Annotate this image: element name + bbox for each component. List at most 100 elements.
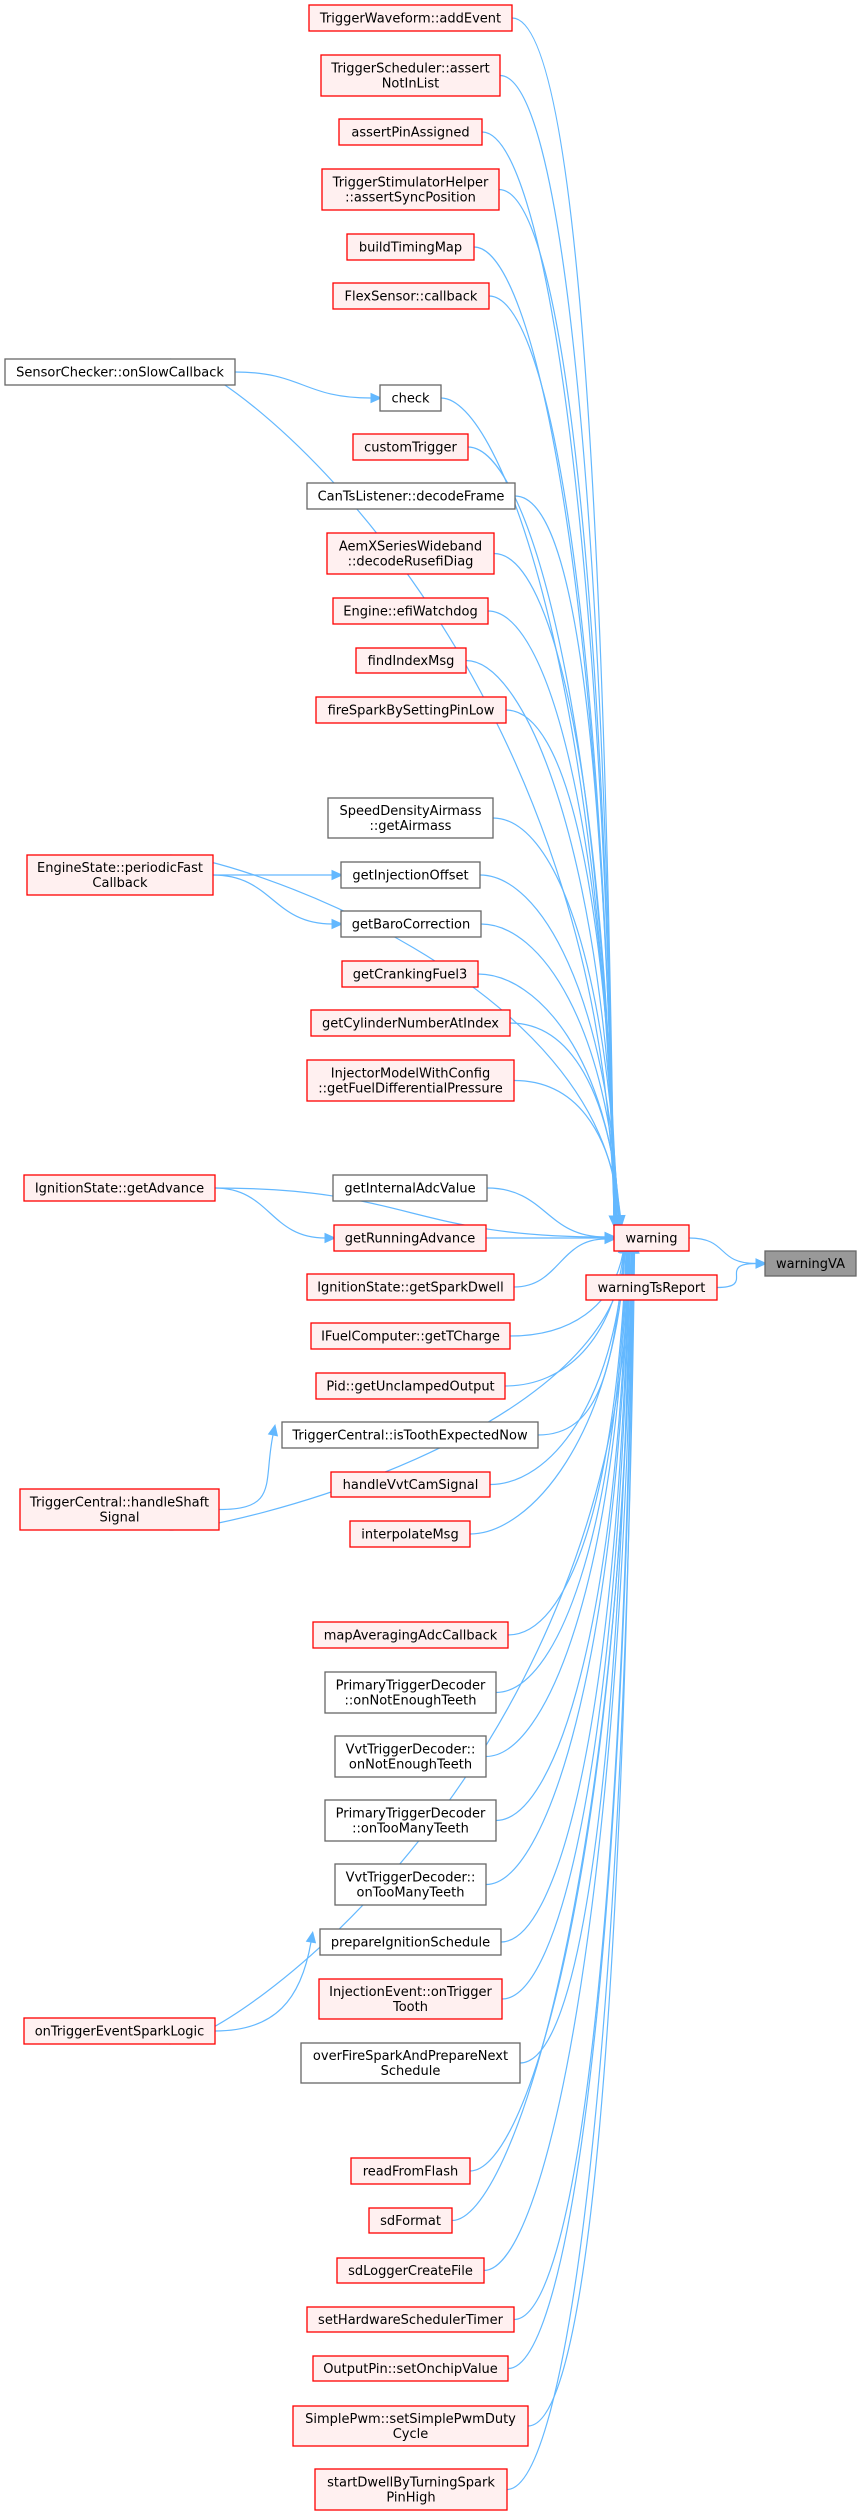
node-label: Pid::getUnclampedOutput: [326, 1380, 494, 1395]
node-label: Cycle: [393, 2427, 429, 2442]
arrowhead-icon: [305, 1930, 317, 1944]
node-label: mapAveragingAdcCallback: [324, 1629, 498, 1644]
node-box: [585, 1274, 718, 1301]
edge-line: [495, 1252, 628, 1694]
node-warning[interactable]: warning: [613, 1224, 690, 1252]
node-label: getRunningAdvance: [345, 1232, 476, 1247]
node-label: getInternalAdcValue: [344, 1182, 475, 1197]
node-box: [306, 2306, 515, 2333]
node-build-timing-map[interactable]: buildTimingMap: [346, 233, 475, 261]
node-get-advance[interactable]: IgnitionState::getAdvance: [23, 1174, 216, 1202]
node-find-index-msg[interactable]: findIndexMsg: [355, 647, 467, 674]
node-label: onNotEnoughTeeth: [349, 1758, 472, 1773]
node-vvt-not-enough[interactable]: VvtTriggerDecoder::onNotEnoughTeeth: [334, 1735, 487, 1778]
node-on-trigger-event-spark-logic[interactable]: onTriggerEventSparkLogic: [23, 2017, 216, 2045]
node-decode-rusefi-diag[interactable]: AemXSeriesWideband::decodeRusefiDiag: [326, 532, 495, 575]
edge-line: [514, 495, 616, 1217]
node-get-internal-adc-value[interactable]: getInternalAdcValue: [332, 1174, 488, 1202]
edge-line: [212, 874, 333, 925]
node-box: [300, 2042, 521, 2084]
node-box: [310, 1009, 511, 1037]
node-box: [281, 1421, 539, 1449]
node-primary-not-enough[interactable]: PrimaryTriggerDecoder::onNotEnoughTeeth: [324, 1671, 497, 1714]
node-get-tcharge[interactable]: IFuelComputer::getTCharge: [310, 1322, 511, 1350]
node-is-tooth-expected-now[interactable]: TriggerCentral::isToothExpectedNow: [281, 1421, 539, 1449]
node-label: OutputPin::setOnchipValue: [323, 2362, 498, 2377]
node-label: Callback: [92, 876, 148, 891]
node-label: buildTimingMap: [359, 241, 462, 256]
node-box: [19, 1488, 220, 1531]
node-check[interactable]: check: [379, 384, 442, 412]
edge-set-simple-pwm-duty-cycle-to-warning: [527, 1241, 640, 2427]
node-warning-va[interactable]: warningVA: [764, 1250, 857, 1277]
edge-line: [511, 17, 615, 1217]
node-box: [332, 1174, 488, 1202]
node-set-hardware-scheduler-timer[interactable]: setHardwareSchedulerTimer: [306, 2306, 515, 2333]
node-set-onchip-value[interactable]: OutputPin::setOnchipValue: [312, 2355, 509, 2382]
node-get-unclamped-output[interactable]: Pid::getUnclampedOutput: [315, 1372, 506, 1400]
edge-line: [513, 1252, 634, 2321]
node-get-spark-dwell[interactable]: IgnitionState::getSparkDwell: [306, 1273, 515, 1301]
edge-handle-shaft-signal-to-is-tooth-expected-now: [218, 1424, 279, 1511]
edge-line: [505, 709, 618, 1217]
node-get-injection-offset[interactable]: getInjectionOffset: [340, 861, 481, 889]
edge-line: [513, 1079, 622, 1217]
node-assert-pin-assigned[interactable]: assertPinAssigned: [338, 118, 483, 146]
node-prepare-ignition-schedule[interactable]: prepareIgnitionSchedule: [319, 1928, 502, 1956]
node-box: [23, 1174, 216, 1202]
edge-assert-sync-position-to-warning: [498, 188, 620, 1228]
node-label: getBaroCorrection: [352, 918, 471, 933]
node-decode-frame[interactable]: CanTsListener::decodeFrame: [306, 482, 516, 510]
node-box: [350, 2157, 471, 2185]
node-efi-watchdog[interactable]: Engine::efiWatchdog: [332, 597, 489, 625]
node-assert-sync-position[interactable]: TriggerStimulatorHelper::assertSyncPosit…: [321, 168, 500, 211]
node-box: [310, 1322, 511, 1350]
node-label: PrimaryTriggerDecoder: [336, 1679, 486, 1694]
node-add-event[interactable]: TriggerWaveform::addEvent: [308, 4, 513, 32]
node-flex-callback[interactable]: FlexSensor::callback: [332, 282, 490, 310]
node-get-fuel-diff-pressure[interactable]: InjectorModelWithConfig::getFuelDifferen…: [306, 1059, 515, 1102]
node-get-running-advance[interactable]: getRunningAdvance: [333, 1224, 487, 1252]
node-box: [332, 597, 489, 625]
edge-line: [688, 1237, 757, 1265]
node-label: VvtTriggerDecoder::: [346, 1871, 476, 1886]
node-get-cylinder-number-at-index[interactable]: getCylinderNumberAtIndex: [310, 1009, 511, 1037]
node-label: onTriggerEventSparkLogic: [35, 2025, 205, 2040]
edge-line: [493, 552, 616, 1217]
node-fire-spark[interactable]: fireSparkBySettingPinLow: [315, 696, 507, 724]
node-primary-too-many[interactable]: PrimaryTriggerDecoder::onTooManyTeeth: [324, 1799, 497, 1842]
node-box: [306, 482, 516, 510]
node-handle-vvt-cam-signal[interactable]: handleVvtCamSignal: [330, 1471, 491, 1498]
node-get-baro-correction[interactable]: getBaroCorrection: [340, 910, 482, 938]
node-box: [292, 2405, 529, 2447]
node-on-slow-callback[interactable]: SensorChecker::onSlowCallback: [4, 358, 236, 386]
node-label: getCylinderNumberAtIndex: [322, 1017, 499, 1032]
node-warning-ts-report[interactable]: warningTsReport: [585, 1274, 718, 1301]
edge-warning-ts-report-to-warning-va: [716, 1258, 768, 1289]
node-read-from-flash[interactable]: readFromFlash: [350, 2157, 471, 2185]
edge-on-trigger-event-spark-logic-to-prepare-ignition-schedule: [214, 1930, 317, 2032]
node-sd-logger-create-file[interactable]: sdLoggerCreateFile: [336, 2257, 485, 2284]
node-map-averaging[interactable]: mapAveragingAdcCallback: [312, 1621, 509, 1649]
node-box: [23, 2017, 216, 2045]
edge-sd-logger-create-file-to-warning: [483, 1241, 638, 2272]
edge-line: [519, 1252, 631, 2064]
node-custom-trigger[interactable]: customTrigger: [352, 433, 469, 461]
edge-line: [218, 1434, 274, 1511]
edge-line: [485, 1252, 630, 1886]
node-interpolate-msg[interactable]: interpolateMsg: [349, 1520, 471, 1548]
node-get-airmass[interactable]: SpeedDensityAirmass::getAirmass: [327, 797, 494, 839]
node-box: [312, 1621, 509, 1649]
node-sd-format[interactable]: sdFormat: [368, 2207, 453, 2234]
node-label: SimplePwm::setSimplePwmDuty: [305, 2412, 516, 2427]
node-vvt-too-many[interactable]: VvtTriggerDecoder::onTooManyTeeth: [334, 1863, 487, 1906]
edge-line: [479, 874, 619, 1217]
node-get-cranking-fuel3[interactable]: getCrankingFuel3: [341, 960, 479, 988]
